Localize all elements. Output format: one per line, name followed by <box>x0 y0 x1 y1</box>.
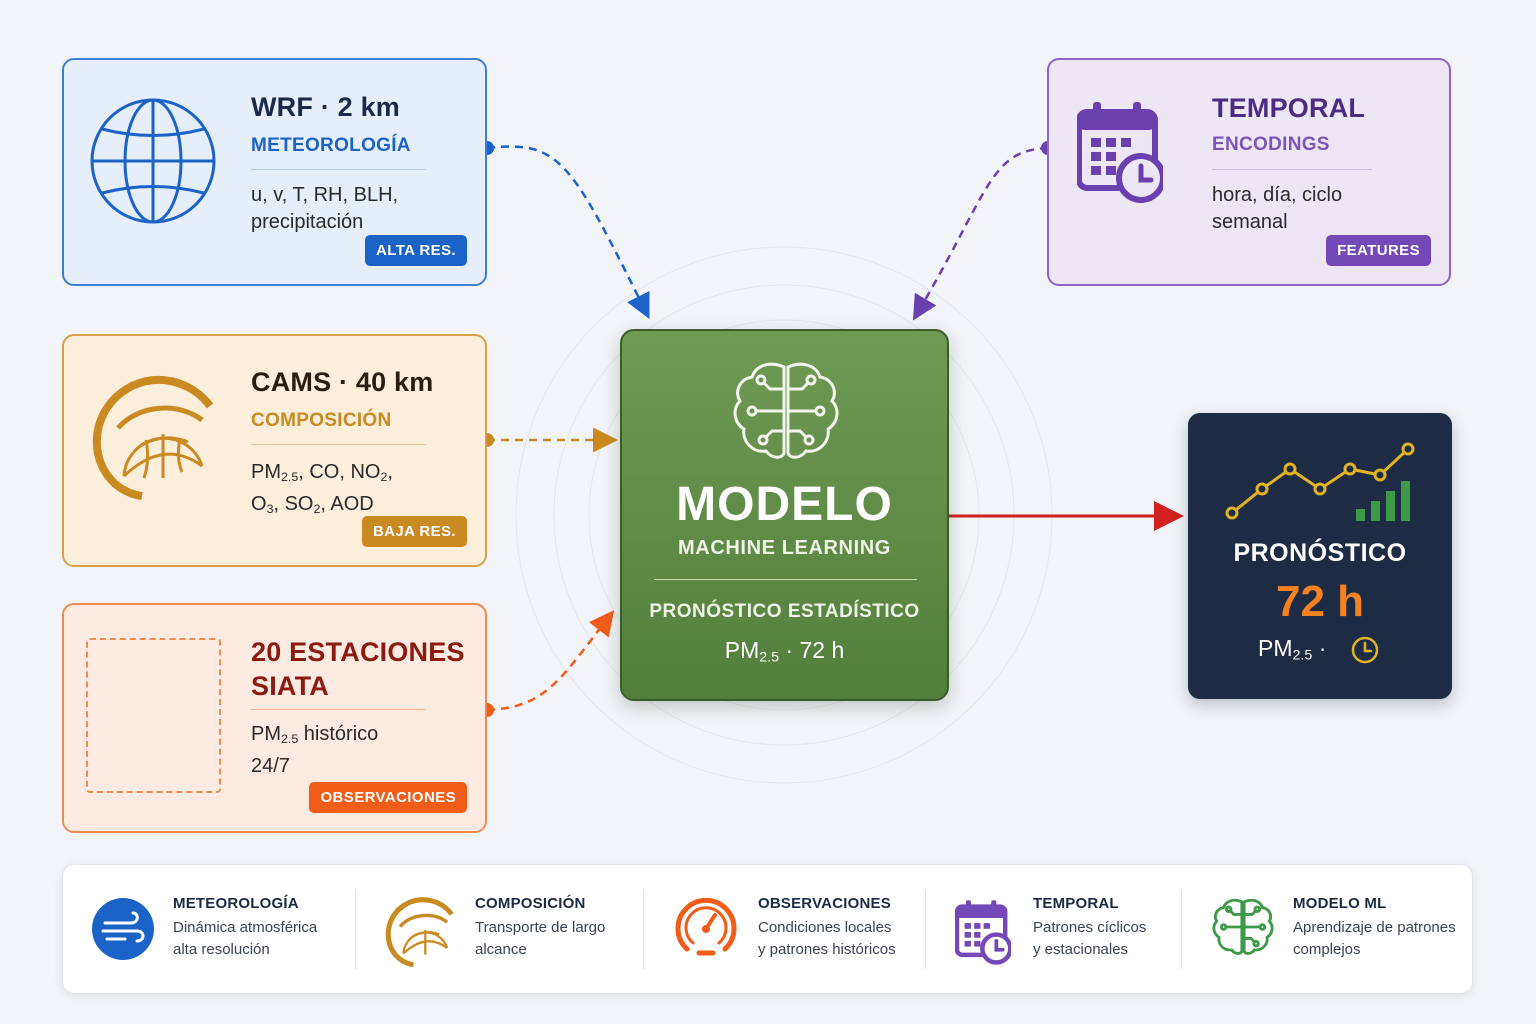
wrf-title: WRF · 2 km <box>251 92 401 122</box>
cams-source-card: CAMS · 40 km COMPOSICIÓN PM2.5, CO, NO2,… <box>62 334 487 567</box>
forecast-card: PRONÓSTICO 72 h PM2.5 · <box>1188 413 1452 699</box>
wrf-source-card: WRF · 2 km METEOROLOGÍA u, v, T, RH, BLH… <box>62 58 487 286</box>
model-divider <box>654 579 917 580</box>
cams-divider <box>251 444 426 445</box>
forecast-metric: PM2.5 · <box>1258 635 1327 664</box>
legend-divider <box>1181 891 1182 969</box>
legend-divider <box>925 891 926 969</box>
temporal-title: TEMPORAL <box>1212 93 1366 123</box>
legend-title: METEOROLOGÍA <box>173 895 299 912</box>
connector-wrf <box>480 141 650 319</box>
siata-variables: PM2.5 histórico 24/7 <box>251 723 379 778</box>
clock-icon <box>1351 636 1379 664</box>
forecast-value: 72 h <box>1275 577 1365 626</box>
wrf-divider <box>251 169 426 170</box>
cams-subtitle: COMPOSICIÓN <box>251 410 392 431</box>
temporal-source-card: TEMPORAL ENCODINGS hora, día, ciclo sema… <box>1047 58 1451 286</box>
model-subtitle: MACHINE LEARNING <box>678 537 891 559</box>
calendar-clock-icon <box>1077 102 1163 203</box>
model-metric: PM2.5 · 72 h <box>724 637 845 666</box>
trend-chart-icon <box>1225 442 1415 521</box>
legend-title: MODELO ML <box>1293 895 1387 912</box>
wrf-variables: u, v, T, RH, BLH, precipitación <box>251 184 399 233</box>
temporal-subtitle: ENCODINGS <box>1212 134 1330 155</box>
satellite-globe-icon <box>385 897 454 967</box>
cams-variables: PM2.5, CO, NO2, O3, SO2, AOD <box>251 461 393 517</box>
model-caption: PRONÓSTICO ESTADÍSTICO <box>649 601 920 622</box>
temporal-variables: hora, día, ciclo semanal <box>1212 184 1343 233</box>
connector-cams <box>480 427 618 453</box>
model-title: MODELO <box>676 478 893 531</box>
temporal-divider <box>1212 169 1372 170</box>
legend-title: TEMPORAL <box>1033 895 1119 912</box>
brain-circuit-icon <box>1212 898 1274 955</box>
globe-icon <box>90 98 216 224</box>
cams-title: CAMS · 40 km <box>251 367 434 397</box>
image-placeholder <box>86 638 221 793</box>
siata-title: 20 ESTACIONES SIATA <box>251 637 465 701</box>
connector-temporal <box>912 141 1055 321</box>
siata-badge: OBSERVACIONES <box>309 782 467 813</box>
wrf-badge: ALTA RES. <box>365 235 467 266</box>
wind-icon <box>92 898 154 960</box>
brain-circuit-icon <box>733 362 839 459</box>
legend-title: OBSERVACIONES <box>758 895 891 912</box>
legend-divider <box>355 891 356 969</box>
calendar-clock-icon <box>955 900 1011 965</box>
legend-title: COMPOSICIÓN <box>475 895 586 912</box>
legend-divider <box>643 891 644 969</box>
connector-siata <box>480 610 615 717</box>
satellite-globe-icon <box>92 375 214 500</box>
siata-divider <box>251 709 426 710</box>
wrf-subtitle: METEOROLOGÍA <box>251 135 411 156</box>
gauge-icon <box>675 898 737 956</box>
siata-source-card: 20 ESTACIONES SIATA PM2.5 histórico 24/7… <box>62 603 487 833</box>
forecast-title: PRONÓSTICO <box>1233 539 1407 567</box>
temporal-badge: FEATURES <box>1326 235 1431 266</box>
cams-badge: BAJA RES. <box>361 516 467 547</box>
model-card: MODELO MACHINE LEARNING PRONÓSTICO ESTAD… <box>620 329 949 701</box>
